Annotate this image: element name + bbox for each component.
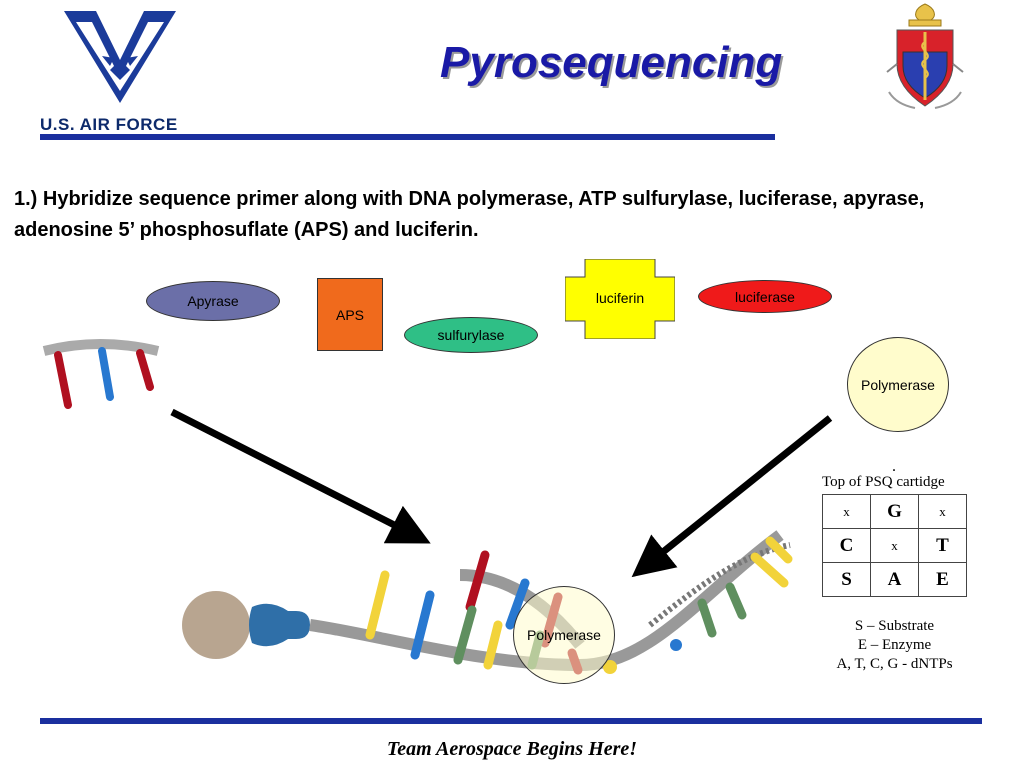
cartridge-grid: x G x C x T S A E [822, 494, 967, 597]
footer-rule [40, 718, 982, 724]
cartridge-cell: x [869, 528, 920, 563]
polymerase-free-circle: Polymerase [847, 337, 949, 432]
air-force-label: U.S. AIR FORCE [40, 115, 178, 134]
primer-fragment-illustration [42, 339, 160, 409]
cartridge-title: Top of PSQ cartidge [822, 474, 945, 490]
legend-line: A, T, C, G - dNTPs [836, 656, 953, 672]
medical-caduceus-shield-emblem-icon [886, 3, 964, 109]
cartridge-cell: A [869, 562, 920, 597]
cartridge-cell: G [869, 494, 920, 529]
cartridge-legend: S – Substrate E – Enzyme A, T, C, G - dN… [822, 617, 967, 674]
sulfurylase-ellipse: sulfurylase [404, 317, 538, 353]
page-title: Pyrosequencing [440, 38, 783, 87]
right-arrow [631, 415, 833, 578]
dna-bead-illustration [182, 530, 793, 675]
cartridge-cell: S [822, 562, 871, 597]
cartridge-cell: x [918, 494, 967, 529]
left-arrow [170, 408, 431, 544]
legend-line: S – Substrate [854, 618, 935, 634]
apyrase-ellipse: Apyrase [146, 281, 280, 321]
header-rule [40, 134, 775, 140]
cartridge-cell: x [822, 494, 871, 529]
cartridge-cell: T [918, 528, 967, 563]
step-description: 1.) Hybridize sequence primer along with… [14, 188, 925, 241]
luciferin-cross-shape [565, 259, 675, 339]
luciferin-label: luciferin [595, 290, 645, 306]
cartridge-cell: E [918, 562, 967, 597]
air-force-wings-logo-icon [64, 11, 176, 103]
footer-tagline: Team Aerospace Begins Here! [386, 738, 638, 760]
polymerase-bound-circle: Polymerase [513, 586, 615, 684]
cartridge-dot: . [892, 458, 896, 475]
aps-box: APS [317, 278, 383, 351]
legend-line: E – Enzyme [857, 637, 932, 653]
cartridge-cell: C [822, 528, 871, 563]
luciferase-ellipse: luciferase [698, 280, 832, 313]
